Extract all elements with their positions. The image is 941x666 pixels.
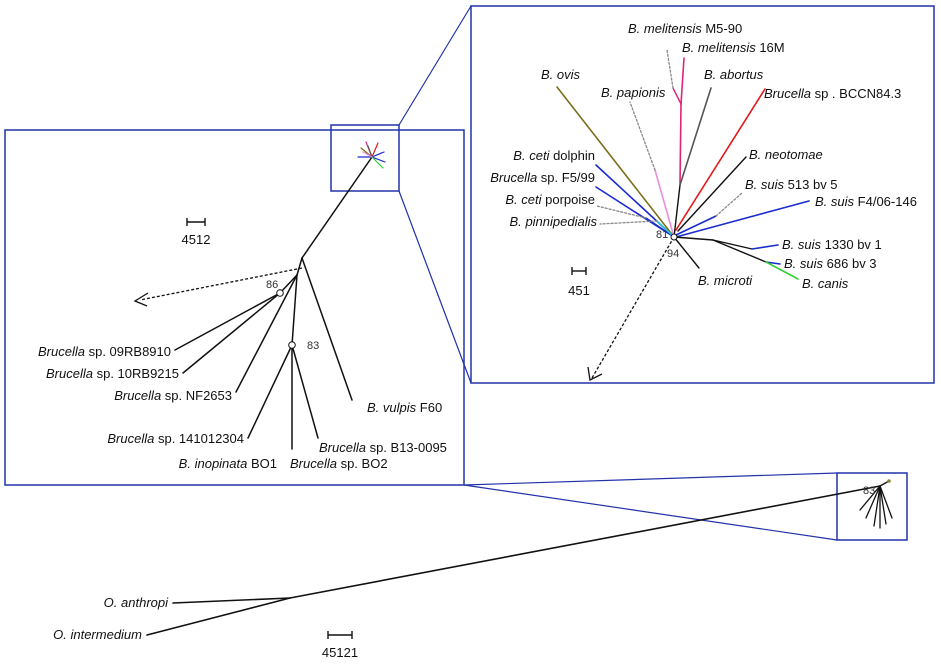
bootstrap-mid-b: 83 [307, 340, 319, 352]
label-brucella-f5-99: Brucella sp. F5/99 [490, 170, 595, 185]
node-marker-mid-a [276, 289, 284, 297]
outgroup-branch [289, 485, 881, 599]
branch-o-anthropi [172, 597, 291, 604]
label-b-inopinata: B. inopinata BO1 [179, 456, 277, 471]
mid-tree: 86 83 4512 Brucella sp. 09RB8910 Brucell… [38, 141, 447, 471]
zoom-frames [4, 5, 935, 541]
brucella-clade-fan [859, 480, 893, 529]
label-b-melitensis-m5-90: B. melitensis M5-90 [628, 21, 742, 36]
label-brucella-141012304: Brucella sp. 141012304 [107, 431, 244, 446]
bootstrap-right-b: 94 [667, 248, 679, 260]
scale-right-label: 451 [568, 283, 590, 298]
mid-zoom-fan [357, 141, 386, 169]
label-b-papionis: B. papionis [601, 85, 666, 100]
label-b-microti: B. microti [698, 273, 753, 288]
label-brucella-09rb8910: Brucella sp. 09RB8910 [38, 344, 171, 359]
node-marker-root [887, 479, 891, 483]
bootstrap-mid-a: 86 [266, 279, 278, 291]
label-b-abortus: B. abortus [704, 67, 764, 82]
bootstrap-root: 83 [863, 485, 875, 497]
label-o-intermedium: O. intermedium [53, 627, 142, 642]
label-brucella-b13-0095: Brucella sp. B13-0095 [319, 440, 447, 455]
connector-line-upper [398, 5, 472, 126]
label-b-neotomae: B. neotomae [749, 147, 823, 162]
connector-line-lower [398, 190, 472, 384]
connector-line-main-upper [463, 472, 838, 486]
connector-line-main-lower [463, 484, 838, 541]
scale-bar-main: 45121 [322, 631, 358, 660]
label-b-suis-f4-06-146: B. suis F4/06-146 [815, 194, 917, 209]
label-brucella-bccn84-3: Brucella sp . BCCN84.3 [764, 86, 901, 101]
label-b-melitensis-16m: B. melitensis 16M [682, 40, 785, 55]
label-b-suis-686: B. suis 686 bv 3 [784, 256, 877, 271]
label-o-anthropi: O. anthropi [104, 595, 169, 610]
right-panel-frame [470, 5, 935, 384]
scale-mid-label: 4512 [182, 232, 211, 247]
label-b-suis-513: B. suis 513 bv 5 [745, 177, 838, 192]
scale-bar-right: 451 [568, 267, 590, 298]
label-brucella-nf2653: Brucella sp. NF2653 [114, 388, 232, 403]
label-brucella-bo2: Brucella sp. BO2 [290, 456, 388, 471]
node-marker-right [670, 233, 678, 241]
label-b-canis: B. canis [802, 276, 849, 291]
right-tree: 81 94 451 B. melitensis M5-90 B. meliten… [490, 21, 917, 381]
label-b-vulpis: B. vulpis F60 [367, 400, 442, 415]
main-tree: 83 45121 O. anthropi O. intermedium [53, 479, 893, 660]
label-b-suis-1330: B. suis 1330 bv 1 [782, 237, 882, 252]
node-marker-mid-b [288, 341, 296, 349]
bootstrap-right-a: 81 [656, 229, 668, 241]
right-dotted-outgroup [591, 236, 675, 379]
mid-zoom-box [330, 124, 400, 192]
main-zoom-box [836, 472, 908, 541]
mid-panel-frame [4, 129, 465, 486]
label-b-ceti-dolphin: B. ceti dolphin [513, 148, 595, 163]
mid-dotted-outgroup [139, 267, 303, 301]
scale-bar-mid: 4512 [182, 218, 211, 247]
label-b-pinnipedialis: B. pinnipedialis [510, 214, 598, 229]
label-b-ovis: B. ovis [541, 67, 581, 82]
label-brucella-10rb9215: Brucella sp. 10RB9215 [46, 366, 179, 381]
label-b-ceti-porpoise: B. ceti porpoise [505, 192, 595, 207]
scale-main-label: 45121 [322, 645, 358, 660]
branch-o-intermedium [146, 597, 291, 636]
